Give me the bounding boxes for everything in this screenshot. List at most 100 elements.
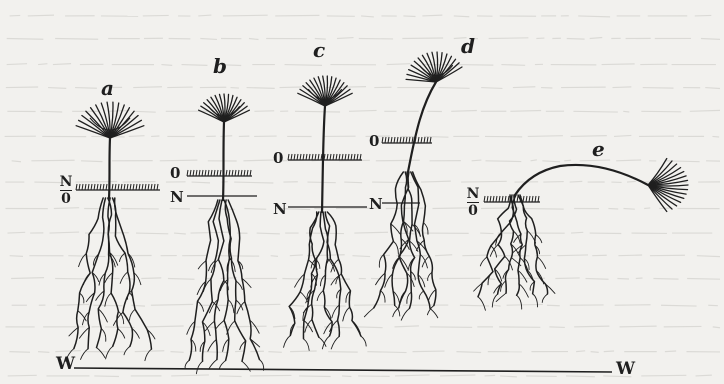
rootlet — [208, 339, 216, 351]
soil-hatch — [409, 137, 410, 143]
plant-e-level-label: N 0 — [465, 187, 481, 218]
root-strand — [325, 212, 341, 336]
soil-hatch — [339, 154, 340, 160]
soil-hatch — [118, 184, 119, 190]
soil-hatch — [406, 137, 407, 143]
soil-hatch — [508, 196, 509, 202]
soil-hatch — [529, 196, 530, 202]
soil-hatch — [190, 170, 191, 176]
plant-d-level-0: 0 — [369, 134, 379, 149]
rootlet — [305, 320, 312, 333]
soil-hatch — [535, 196, 536, 202]
soil-hatch — [151, 184, 152, 190]
soil-hatch — [351, 154, 352, 160]
plant-a-level-0: 0 — [61, 191, 71, 207]
soil-hatch — [106, 184, 107, 190]
soil-hatch — [418, 137, 419, 143]
soil-hatch — [300, 154, 301, 160]
soil-hatch — [303, 154, 304, 160]
soil-hatch — [385, 137, 386, 143]
soil-hatch — [291, 154, 292, 160]
rootlet — [533, 294, 538, 307]
soil-hatch — [306, 154, 307, 160]
soil-hatch — [94, 184, 95, 190]
plant-label-b: b — [213, 56, 227, 76]
soil-hatch — [142, 184, 143, 190]
soil-hatch — [397, 137, 398, 143]
soil-hatch — [487, 196, 488, 202]
plant-b-level-0: 0 — [170, 166, 180, 181]
soil-hatch — [400, 137, 401, 143]
soil-hatch — [124, 184, 125, 190]
rootlet — [542, 294, 547, 302]
soil-hatch — [523, 196, 524, 202]
baseline-line — [74, 368, 612, 372]
rootlet — [381, 291, 386, 303]
rootlet — [79, 327, 89, 338]
soil-hatch — [79, 184, 80, 190]
root-strand — [312, 212, 324, 337]
soil-hatch — [496, 196, 497, 202]
plant-b-stem — [223, 122, 224, 200]
plant-label-c: c — [313, 40, 325, 60]
plant-b-level-n: N — [170, 190, 184, 205]
rootlet — [97, 348, 105, 358]
soil-hatch — [493, 196, 494, 202]
rootlet — [228, 300, 234, 313]
rootlet — [81, 349, 89, 360]
soil-hatch — [505, 196, 506, 202]
soil-hatch — [133, 184, 134, 190]
plant-c-crown — [298, 76, 352, 106]
soil-hatch — [532, 196, 533, 202]
rootlet — [478, 297, 485, 311]
rootlet — [198, 301, 204, 311]
root-strand — [214, 200, 223, 360]
soil-hatch — [499, 196, 500, 202]
soil-hatch — [294, 154, 295, 160]
soil-hatch — [526, 196, 527, 202]
soil-hatch — [250, 170, 251, 176]
soil-hatch — [517, 196, 518, 202]
plant-e-level-0: 0 — [468, 203, 478, 219]
soil-hatch — [321, 154, 322, 160]
rootlet — [129, 309, 135, 320]
rootlet — [69, 327, 78, 336]
soil-hatch — [309, 154, 310, 160]
soil-hatch — [229, 170, 230, 176]
rootlet — [317, 291, 323, 301]
soil-hatch — [196, 170, 197, 176]
soil-hatch — [360, 154, 361, 160]
plant-label-e: e — [592, 139, 605, 159]
plant-b-roots — [185, 200, 264, 374]
rootlet — [124, 346, 130, 354]
rootlet — [330, 320, 338, 331]
rootlet — [185, 360, 189, 369]
soil-hatch — [232, 170, 233, 176]
soil-hatch — [157, 184, 158, 190]
soil-hatch — [145, 184, 146, 190]
baseline-label-right: W — [616, 361, 635, 378]
plant-c-level-0: 0 — [273, 151, 283, 166]
root-strand — [115, 198, 152, 349]
plant-c-soil-line — [288, 154, 362, 160]
rootlet — [536, 234, 542, 242]
plant-a-crown — [76, 102, 144, 138]
soil-hatch — [121, 184, 122, 190]
soil-hatch — [115, 184, 116, 190]
plant-label-a: a — [101, 78, 114, 98]
soil-hatch — [244, 170, 245, 176]
soil-hatch — [382, 137, 383, 143]
plant-a-soil-line — [76, 184, 160, 190]
soil-hatch — [139, 184, 140, 190]
soil-hatch — [391, 137, 392, 143]
soil-hatch — [403, 137, 404, 143]
root-strand — [408, 172, 415, 308]
soil-hatch — [130, 184, 131, 190]
soil-hatch — [187, 170, 188, 176]
rootlet — [537, 257, 545, 269]
root-strand — [518, 195, 534, 294]
soil-hatch — [76, 184, 77, 190]
soil-hatch — [199, 170, 200, 176]
rootlet — [237, 302, 245, 314]
